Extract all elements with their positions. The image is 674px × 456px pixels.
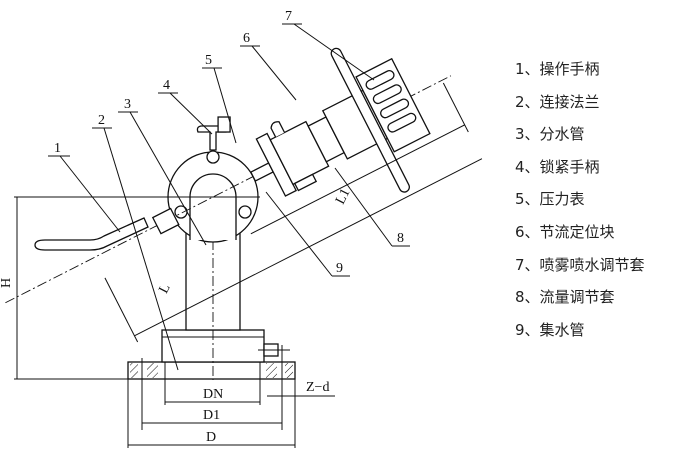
callout-2: 2 (98, 113, 105, 128)
pressure-gauge (217, 116, 231, 133)
handle-block (151, 207, 180, 235)
callout-1: 1 (54, 141, 61, 156)
dimensions: H DN D1 D Z−d L L1 (0, 186, 353, 448)
legend-item: 2、连接法兰 (515, 92, 600, 111)
legend-item: 6、节流定位块 (515, 222, 615, 241)
legend-item: 1、操作手柄 (515, 60, 600, 78)
dim-D1: D1 (203, 408, 220, 423)
bolt-right (238, 205, 252, 219)
dim-L: L (156, 282, 173, 296)
dim-H: H (0, 278, 14, 288)
elbow-inner (189, 173, 237, 240)
callouts: 1 2 3 4 5 6 7 8 9 (48, 9, 410, 371)
operating-handle (34, 217, 149, 251)
callout-8: 8 (397, 231, 404, 246)
spray-handle-bar (330, 47, 410, 193)
legend-item: 8、流量调节套 (515, 288, 615, 307)
dim-L1: L1 (333, 186, 353, 207)
legend-item: 5、压力表 (515, 190, 585, 209)
bolt-top (206, 150, 220, 164)
callout-3: 3 (124, 97, 131, 112)
dim-DN: DN (203, 387, 223, 402)
flange-hatch-right-inner (266, 363, 277, 378)
legend-item: 4、锁紧手柄 (515, 157, 600, 176)
callout-9: 9 (336, 261, 343, 276)
L-dimension-line (134, 158, 483, 337)
callout-4: 4 (163, 78, 170, 93)
legend-item: 7、喷雾喷水调节套 (515, 255, 645, 274)
flange-hatch-left (130, 363, 138, 378)
L1-dimension-line (250, 124, 465, 235)
swivel-head (167, 125, 259, 243)
legend-item: 9、集水管 (515, 320, 585, 339)
dim-Zd: Z−d (306, 380, 329, 395)
parts-legend: 1、操作手柄 2、连接法兰 3、分水管 4、锁紧手柄 5、压力表 6、节流定位块… (515, 58, 645, 351)
callout-6: 6 (243, 31, 250, 46)
flange-hatch-right (285, 363, 293, 378)
slot-1 (365, 69, 395, 90)
slot-3 (380, 98, 410, 119)
slot-2 (372, 84, 402, 105)
callout-7: 7 (285, 9, 292, 24)
nozzle-assembly (5, 47, 483, 343)
callout-5: 5 (205, 53, 212, 68)
bolt-set (293, 173, 318, 192)
slot-4 (387, 112, 417, 133)
throttle-lug (270, 121, 286, 138)
legend-item: 3、分水管 (515, 125, 585, 144)
dim-D: D (206, 430, 216, 445)
flange-hatch-left-inner (147, 363, 158, 378)
